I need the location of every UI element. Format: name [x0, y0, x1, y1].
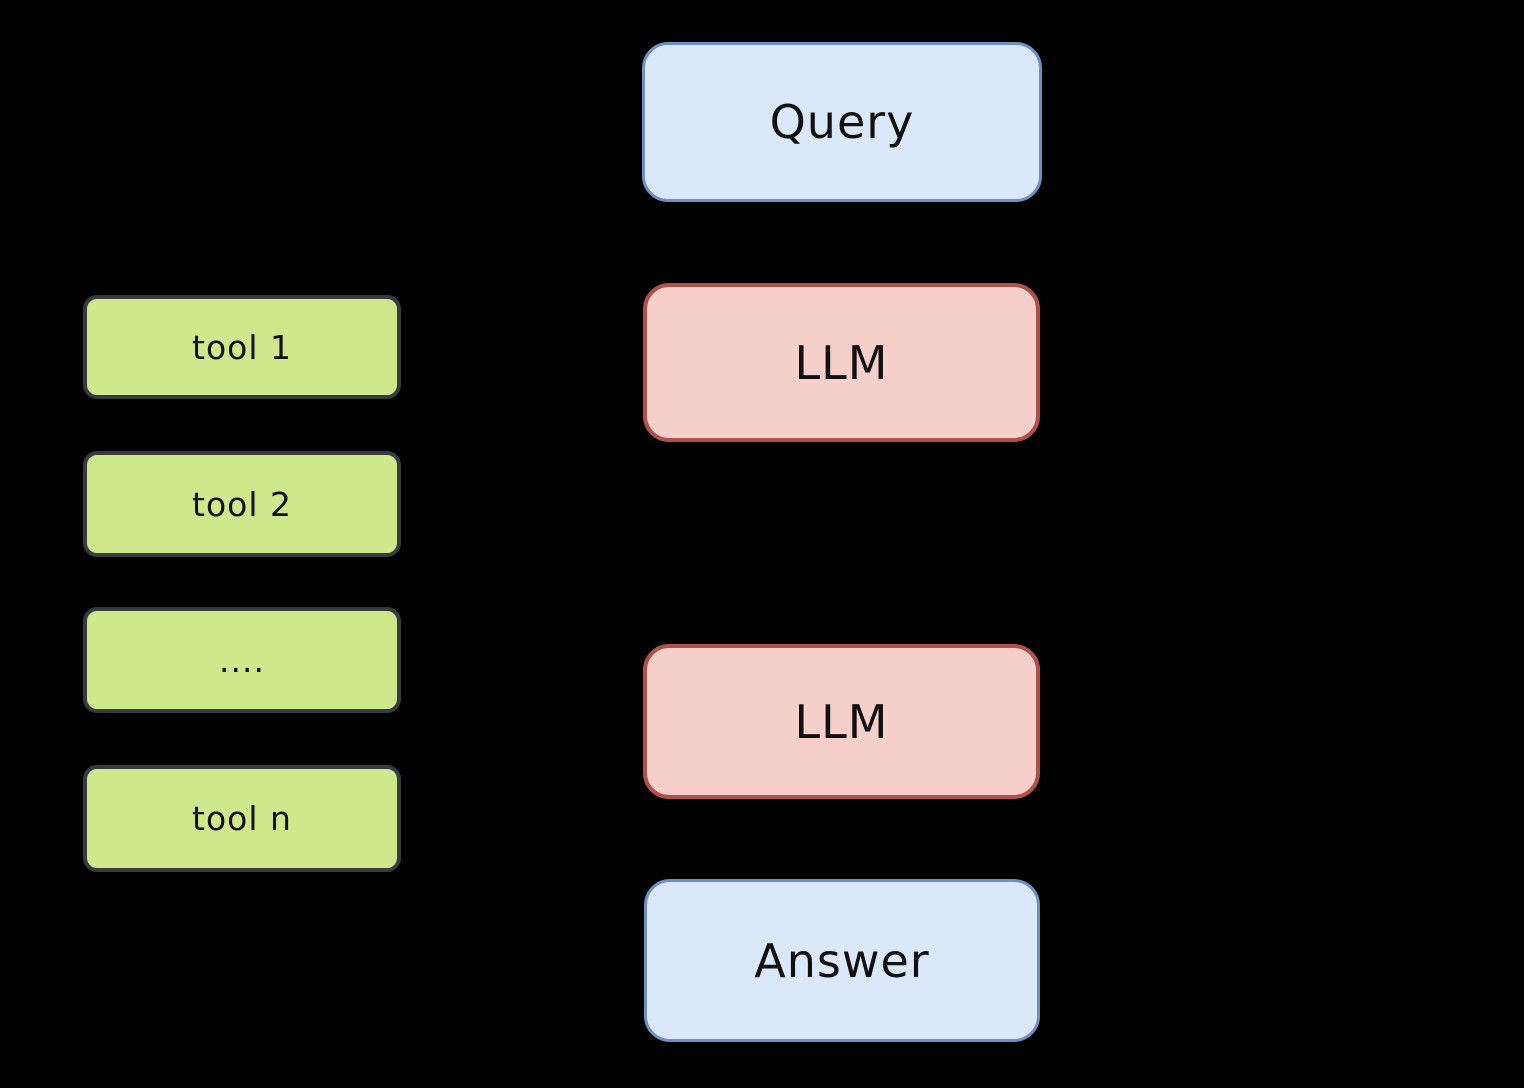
tool-ellipsis-node: .... [83, 607, 401, 713]
tool-2-node: tool 2 [83, 451, 401, 557]
tool-2-label: tool 2 [192, 484, 292, 524]
tool-n-node: tool n [83, 765, 401, 872]
answer-label: Answer [754, 933, 930, 988]
llm-top-node: LLM [643, 283, 1040, 442]
tool-n-label: tool n [192, 799, 292, 838]
query-node: Query [642, 42, 1042, 202]
tool-1-label: tool 1 [192, 327, 292, 367]
query-label: Query [769, 95, 915, 149]
llm-bottom-node: LLM [643, 644, 1040, 799]
tool-1-node: tool 1 [83, 295, 401, 399]
answer-node: Answer [644, 879, 1040, 1042]
llm-bottom-label: LLM [794, 694, 889, 749]
llm-top-label: LLM [794, 335, 889, 390]
tool-ellipsis-label: .... [219, 640, 265, 680]
